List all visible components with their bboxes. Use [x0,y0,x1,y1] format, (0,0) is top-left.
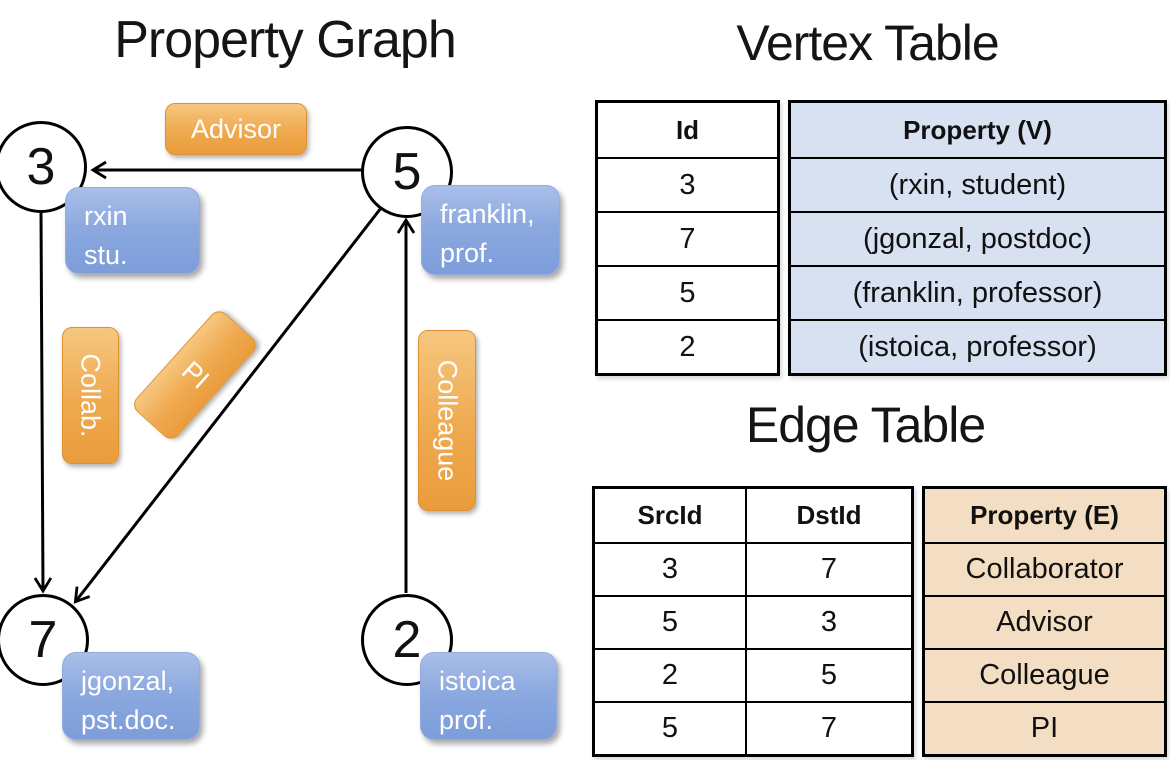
edge-table-srcid-cell: 2 [595,648,745,701]
edge-table-dstid-cell: 7 [747,701,911,754]
vertex-property-box-3: rxin stu. [65,187,200,274]
vertex-table-property-column: Property (V) (rxin, student) (jgonzal, p… [788,100,1167,376]
vertex-table-property-cell: (rxin, student) [791,157,1164,211]
node-3-id: 3 [26,138,56,196]
edge-table-property-cell: Collaborator [925,542,1164,595]
vertex-2-name: istoica [439,666,516,696]
edge-label-collab-text: Collab. [76,353,107,438]
edge-table-property-cell: Advisor [925,595,1164,648]
edge-table-dstid-column: DstId 7 3 5 7 [745,489,911,754]
vertex-3-name: rxin [84,201,128,231]
vertex-3-role: stu. [84,240,128,271]
vertex-property-box-5: franklin, prof. [421,185,560,275]
node-2-id: 2 [392,611,422,669]
edge-table-srcid-header: SrcId [637,500,703,530]
edge-label-colleague-text: Colleague [432,359,463,482]
vertex-5-name: franklin, [440,199,535,229]
edge-table-srcid-column: SrcId 3 5 2 5 [595,489,745,754]
vertex-table-id-cell: 3 [598,157,777,211]
edge-table-property-cell: PI [925,701,1164,754]
edge-label-collab: Collab. [62,327,119,464]
vertex-table-title: Vertex Table [736,15,999,71]
vertex-table-id-cell: 2 [598,319,777,373]
edge-table-property-column: Property (E) Collaborator Advisor Collea… [922,486,1167,757]
edge-table-srcid-cell: 3 [595,542,745,595]
vertex-table-property-header: Property (V) [903,114,1052,145]
vertex-table-id-header: Id [675,114,700,145]
edge-5-to-7-arrow [73,207,383,604]
node-7-id: 7 [28,611,58,669]
vertex-table-id-cell: 5 [598,265,777,319]
edge-table-property-cell: Colleague [925,648,1164,701]
vertex-table-id-cell: 7 [598,211,777,265]
vertex-2-role: prof. [439,705,494,736]
property-graph-title: Property Graph [114,11,457,69]
edge-label-advisor: Advisor [165,103,307,155]
vertex-table-property-cell: (franklin, professor) [791,265,1164,319]
vertex-5-role: prof. [440,238,495,269]
vertex-7-role: pst.doc. [81,705,176,736]
graph-edges-layer [33,160,416,604]
edge-label-pi-text: PI [175,354,215,395]
edge-3-to-7-arrow [33,211,53,594]
node-5-id: 5 [392,143,422,201]
edge-table-property-header: Property (E) [970,500,1119,530]
edge-table-dstid-cell: 5 [747,648,911,701]
edge-label-colleague: Colleague [418,330,476,511]
vertex-table-property-cell: (jgonzal, postdoc) [791,211,1164,265]
vertex-table-property-cell: (istoica, professor) [791,319,1164,373]
edge-table-dstid-header: DstId [796,500,862,530]
edge-table-srcid-cell: 5 [595,701,745,754]
edge-table-dstid-cell: 7 [747,542,911,595]
edge-table-title: Edge Table [745,397,986,453]
vertex-property-box-7: jgonzal, pst.doc. [62,652,200,740]
vertex-7-name: jgonzal, [81,666,175,696]
vertex-table-id-column: Id 3 7 5 2 [595,100,780,376]
edge-table-dstid-cell: 3 [747,595,911,648]
edge-table-srcid-cell: 5 [595,595,745,648]
edge-label-advisor-text: Advisor [190,113,282,144]
edge-table-id-columns: SrcId 3 5 2 5 DstId 7 3 5 7 [592,486,914,757]
vertex-property-box-2: istoica prof. [420,652,557,740]
